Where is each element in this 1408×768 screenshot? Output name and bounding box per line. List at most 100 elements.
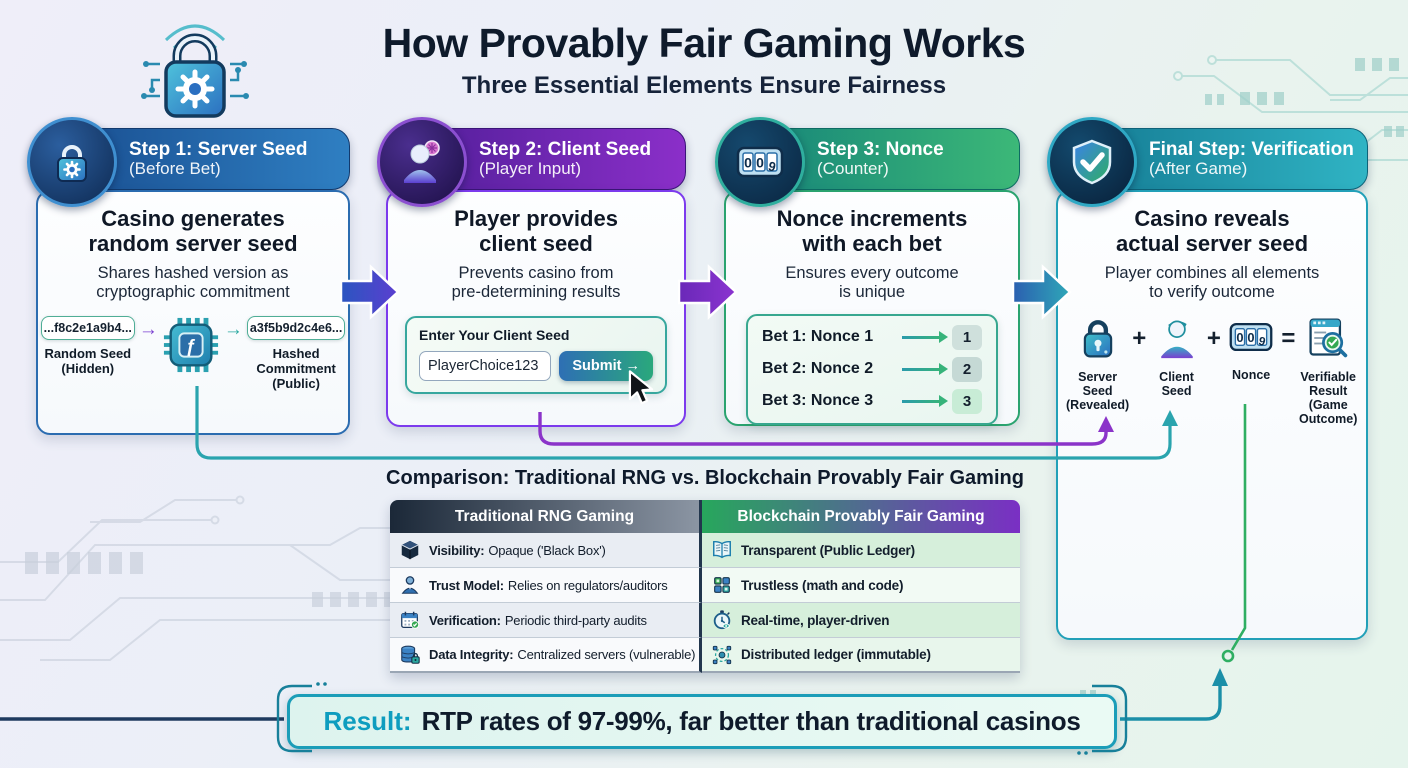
table-row: Transparent (Public Ledger) <box>702 533 1020 568</box>
lock-icon <box>1077 319 1119 364</box>
svg-text:0: 0 <box>1236 330 1243 345</box>
result-text: RTP rates of 97-99%, far better than tra… <box>421 706 1081 736</box>
calendar-check-icon <box>399 609 421 631</box>
hash-arrow-1: → <box>138 318 158 340</box>
step3-body: Nonce increments with each bet Ensures e… <box>724 190 1020 426</box>
plus-operator: + <box>1132 324 1147 352</box>
eq-label-client-seed: Client Seed <box>1159 369 1194 398</box>
person-icon <box>399 574 421 596</box>
counter-icon: 0 0 9 <box>1228 322 1274 362</box>
step4-heading: Casino reveals actual server seed <box>1115 206 1309 256</box>
bet-label: Bet 2: Nonce 2 <box>762 360 874 378</box>
svg-text:ƒ: ƒ <box>186 334 196 355</box>
table-row: Trust Model:Relies on regulators/auditor… <box>390 568 702 603</box>
step1-description: Shares hashed version as cryptographic c… <box>96 263 290 302</box>
table-row: Visibility:Opaque ('Black Box') <box>390 533 702 568</box>
client-seed-input[interactable] <box>419 350 552 381</box>
step3-title: Step 3: Nonce <box>817 139 944 161</box>
step2-client-seed-card: Step 2: Client Seed (Player Input) Playe… <box>377 117 686 427</box>
distributed-ledger-icon <box>711 644 733 666</box>
random-seed-value: ...f8c2e1a9b4... <box>40 315 135 340</box>
comparison-table: Traditional RNG Gaming Blockchain Provab… <box>390 500 1020 673</box>
step4-subtitle: (After Game) <box>1149 159 1248 179</box>
open-book-icon <box>711 539 733 561</box>
eq-label-verifiable-result: Verifiable Result (Game Outcome) <box>1299 369 1358 426</box>
eq-label-server-seed: Server Seed (Revealed) <box>1066 369 1130 412</box>
person-icon <box>1156 320 1198 364</box>
submit-button[interactable]: Submit → <box>559 350 653 381</box>
step3-header: 0 0 9 Step 3: Nonce (Counter) <box>715 117 1020 207</box>
bet-arrow-icon <box>902 362 948 375</box>
plus-operator: + <box>1206 324 1221 352</box>
svg-text:0: 0 <box>1248 330 1255 345</box>
step1-subtitle: (Before Bet) <box>129 159 221 179</box>
hashed-seed-value: a3f5b9d2c4e6... <box>246 315 346 340</box>
counter-badge-icon: 0 0 9 <box>715 117 805 207</box>
step4-description: Player combines all elements to verify o… <box>1104 263 1320 302</box>
bet-arrow-icon <box>902 330 948 343</box>
eq-label-nonce: Nonce <box>1232 367 1271 382</box>
table-row: Trustless (math and code) <box>702 568 1020 603</box>
table-row: Distributed ledger (immutable) <box>702 638 1020 673</box>
step3-nonce-card: 0 0 9 Step 3: Nonce (Counter) Nonce incr… <box>715 117 1020 426</box>
step3-to-step4-arrow-icon <box>1012 264 1072 320</box>
bet-value: 3 <box>952 388 982 414</box>
step3-subtitle: (Counter) <box>817 159 889 179</box>
svg-text:9: 9 <box>767 158 778 174</box>
step2-description: Prevents casino from pre-determining res… <box>451 263 621 302</box>
step4-body: Casino reveals actual server seed Player… <box>1056 190 1368 640</box>
svg-text:9: 9 <box>1257 333 1267 348</box>
verification-equation: Server Seed (Revealed) + Client Seed + <box>1058 316 1366 426</box>
step1-to-step2-arrow-icon <box>340 264 400 320</box>
table-header-blockchain: Blockchain Provably Fair Gaming <box>702 500 1020 533</box>
random-seed-label: Random Seed (Hidden) <box>44 345 132 376</box>
bet-label: Bet 3: Nonce 3 <box>762 392 874 410</box>
step3-description: Ensures every outcome is unique <box>785 263 959 302</box>
blocks-icon <box>711 574 733 596</box>
hash-flow: ...f8c2e1a9b4... Random Seed (Hidden) → <box>38 315 348 392</box>
shield-check-badge-icon <box>1047 117 1137 207</box>
table-header-traditional: Traditional RNG Gaming <box>390 500 702 533</box>
bet-row-1: Bet 1: Nonce 1 1 <box>762 324 982 350</box>
player-brain-badge-icon <box>377 117 467 207</box>
bet-value: 1 <box>952 324 982 350</box>
bet-label: Bet 1: Nonce 1 <box>762 328 874 346</box>
bet-value: 2 <box>952 356 982 382</box>
lock-gear-badge-icon <box>27 117 117 207</box>
client-seed-panel-label: Enter Your Client Seed <box>419 326 570 343</box>
comparison-title: Comparison: Traditional RNG vs. Blockcha… <box>386 467 1024 489</box>
step2-subtitle: (Player Input) <box>479 159 582 179</box>
step2-title: Step 2: Client Seed <box>479 139 652 161</box>
step1-body: Casino generates random server seed Shar… <box>36 190 350 435</box>
page-title: How Provably Fair Gaming Works <box>382 20 1026 66</box>
step1-title: Step 1: Server Seed <box>129 139 308 161</box>
hash-arrow-2: → <box>223 318 243 340</box>
step2-to-step3-arrow-icon <box>678 264 738 320</box>
bet-arrow-icon <box>902 394 948 407</box>
nonce-panel: Bet 1: Nonce 1 1 Bet 2: Nonce 2 2 Bet 3:… <box>746 313 998 425</box>
final-verification-card: Final Step: Verification (After Game) Ca… <box>1047 117 1368 640</box>
svg-text:0: 0 <box>744 155 752 171</box>
client-seed-panel: Enter Your Client Seed Submit → <box>405 315 667 394</box>
step2-heading: Player provides client seed <box>454 206 618 256</box>
bet-row-3: Bet 3: Nonce 3 3 <box>762 388 982 414</box>
stopwatch-icon <box>711 609 733 631</box>
table-row: Verification:Periodic third-party audits <box>390 603 702 638</box>
step4-header: Final Step: Verification (After Game) <box>1047 117 1368 207</box>
result-prefix: Result: <box>323 706 412 736</box>
equals-operator: = <box>1281 324 1296 352</box>
bet-row-2: Bet 2: Nonce 2 2 <box>762 356 982 382</box>
hash-chip-icon: ƒ <box>162 316 220 374</box>
cube-icon <box>399 539 421 561</box>
step2-header: Step 2: Client Seed (Player Input) <box>377 117 686 207</box>
magnifier-check-document-icon <box>1306 318 1350 364</box>
svg-text:0: 0 <box>756 155 764 171</box>
step1-server-seed-card: Step 1: Server Seed (Before Bet) Casino … <box>27 117 350 435</box>
step1-heading: Casino generates random server seed <box>88 206 298 256</box>
padlock-gear-logo-icon <box>136 6 254 127</box>
hashed-seed-label: Hashed Commitment (Public) <box>256 345 336 391</box>
database-lock-icon <box>399 644 421 666</box>
step4-title: Final Step: Verification <box>1149 139 1354 161</box>
result-banner: Result: RTP rates of 97-99%, far better … <box>287 694 1117 749</box>
